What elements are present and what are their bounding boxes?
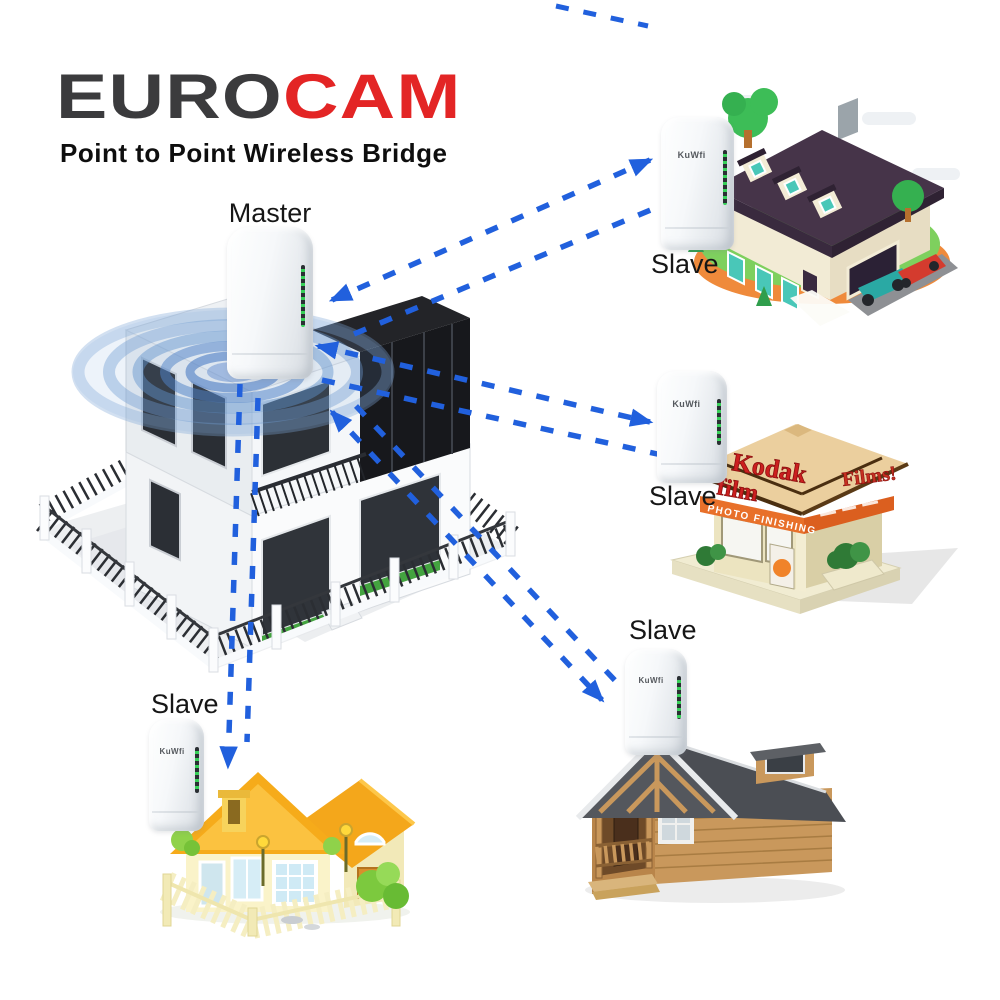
brand-logo: EUROCAM [56, 66, 462, 129]
device-seam [665, 226, 730, 229]
device-seam [661, 463, 723, 466]
slave-label-bottom-left: Slave [151, 689, 219, 719]
kiosk-bushes [696, 542, 885, 591]
red-car [898, 254, 946, 288]
slave-label-top-right: Slave [651, 249, 719, 279]
slave-ap-device-bottom-right: KuWfi [625, 649, 687, 755]
link-master-to-slave-bottom-right [329, 409, 605, 703]
device-seam [152, 811, 201, 814]
led-indicator-strip [301, 265, 306, 328]
photo-kiosk: Kodak film Films! PHOTO FINISHING [670, 424, 958, 614]
slave-label-mid-right: Slave [649, 481, 717, 511]
suburban-house [688, 88, 960, 326]
link-master-to-slave-bottom-left-2 [244, 397, 261, 743]
device-brand-label: KuWfi [672, 399, 701, 409]
device-brand-label: KuWfi [677, 150, 706, 161]
slave-ap-device-mid-right: KuWfi [657, 371, 727, 483]
cottage-house [159, 772, 416, 939]
master-label: Master [228, 198, 312, 228]
brand-logo-part1: EURO [56, 62, 283, 132]
kiosk-roof-sign-right: Films! [841, 462, 898, 490]
device-seam [628, 736, 684, 739]
led-indicator-strip [195, 747, 200, 793]
device-seam [232, 352, 308, 355]
slave-label-bottom-right: Slave [629, 615, 697, 645]
slave-ap-device-top-right: KuWfi [661, 117, 734, 250]
slave-ap-device-bottom-left: KuWfi [149, 719, 204, 831]
link-master-to-slave-bottom-right-2 [353, 404, 627, 692]
page-title: Point to Point Wireless Bridge [60, 138, 448, 168]
master-ap-device [227, 227, 313, 379]
link-master-to-slave-bottom-left [219, 383, 243, 770]
brand-logo-part2: CAM [282, 62, 462, 132]
led-indicator-strip [716, 399, 721, 445]
teal-car [858, 268, 912, 306]
device-brand-label: KuWfi [159, 747, 185, 756]
led-indicator-strip [723, 150, 728, 205]
dormer-windows [736, 147, 843, 219]
poster [769, 543, 795, 590]
device-brand-label: KuWfi [638, 675, 664, 685]
wooden-cabin [575, 733, 846, 903]
link-master-to-slave-mid-right [314, 341, 654, 427]
led-indicator-strip [677, 675, 682, 719]
link-stray-top [555, 3, 649, 29]
lamp-posts [256, 823, 353, 886]
bushes [171, 829, 409, 909]
link-master-to-slave-top-right [328, 157, 654, 303]
wireless-links [219, 3, 686, 770]
link-master-to-slave-top-right-2 [352, 193, 686, 337]
